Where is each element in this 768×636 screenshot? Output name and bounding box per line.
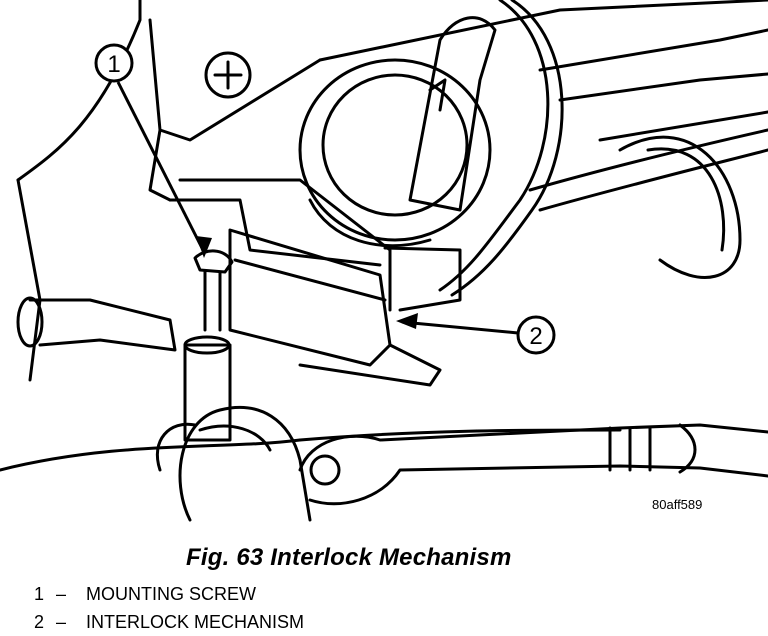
legend-item-label: MOUNTING SCREW <box>86 584 256 604</box>
callout-2-circle <box>516 315 556 355</box>
figure-caption: Fig. 63 Interlock Mechanism <box>186 544 512 571</box>
legend-item-separator: – <box>56 612 67 632</box>
callout-2-arrowhead <box>396 313 418 329</box>
dash-panel-outline <box>16 0 142 182</box>
callout-2-leader <box>401 320 519 335</box>
ignition-cylinder <box>298 58 492 242</box>
ratchet-wrench <box>298 423 768 472</box>
interlock-mechanism-illustration: 1 2 <box>0 0 768 522</box>
mounting-screw <box>193 249 234 274</box>
legend-item: 1 – MOUNTING SCREW <box>34 580 304 608</box>
callout-1-leader <box>116 81 206 253</box>
socket-extension <box>183 343 232 442</box>
legend-item-separator: – <box>56 584 67 604</box>
interlock-bracket <box>178 178 392 312</box>
callout-1-label: 1 <box>107 51 120 78</box>
ignition-key <box>408 16 497 212</box>
steering-column-housing <box>318 0 768 62</box>
interlock-mechanism <box>228 228 392 367</box>
legend-item-number: 2 <box>34 612 45 632</box>
figure-id: 80aff589 <box>652 497 703 512</box>
upper-mounting-screw <box>204 51 252 99</box>
legend-item-label: INTERLOCK MECHANISM <box>86 612 305 632</box>
legend-item-number: 1 <box>34 584 45 604</box>
column-shaft <box>28 298 177 352</box>
legend-item: 2 – INTERLOCK MECHANISM <box>34 608 304 636</box>
legend: 1 – MOUNTING SCREW 2 – INTERLOCK MECHANI… <box>34 580 304 636</box>
callout-2-label: 2 <box>529 323 542 350</box>
hand <box>178 405 312 522</box>
callout-1-circle <box>94 43 134 83</box>
wiring-harness <box>438 0 550 292</box>
callout-1-arrowhead <box>196 236 212 258</box>
